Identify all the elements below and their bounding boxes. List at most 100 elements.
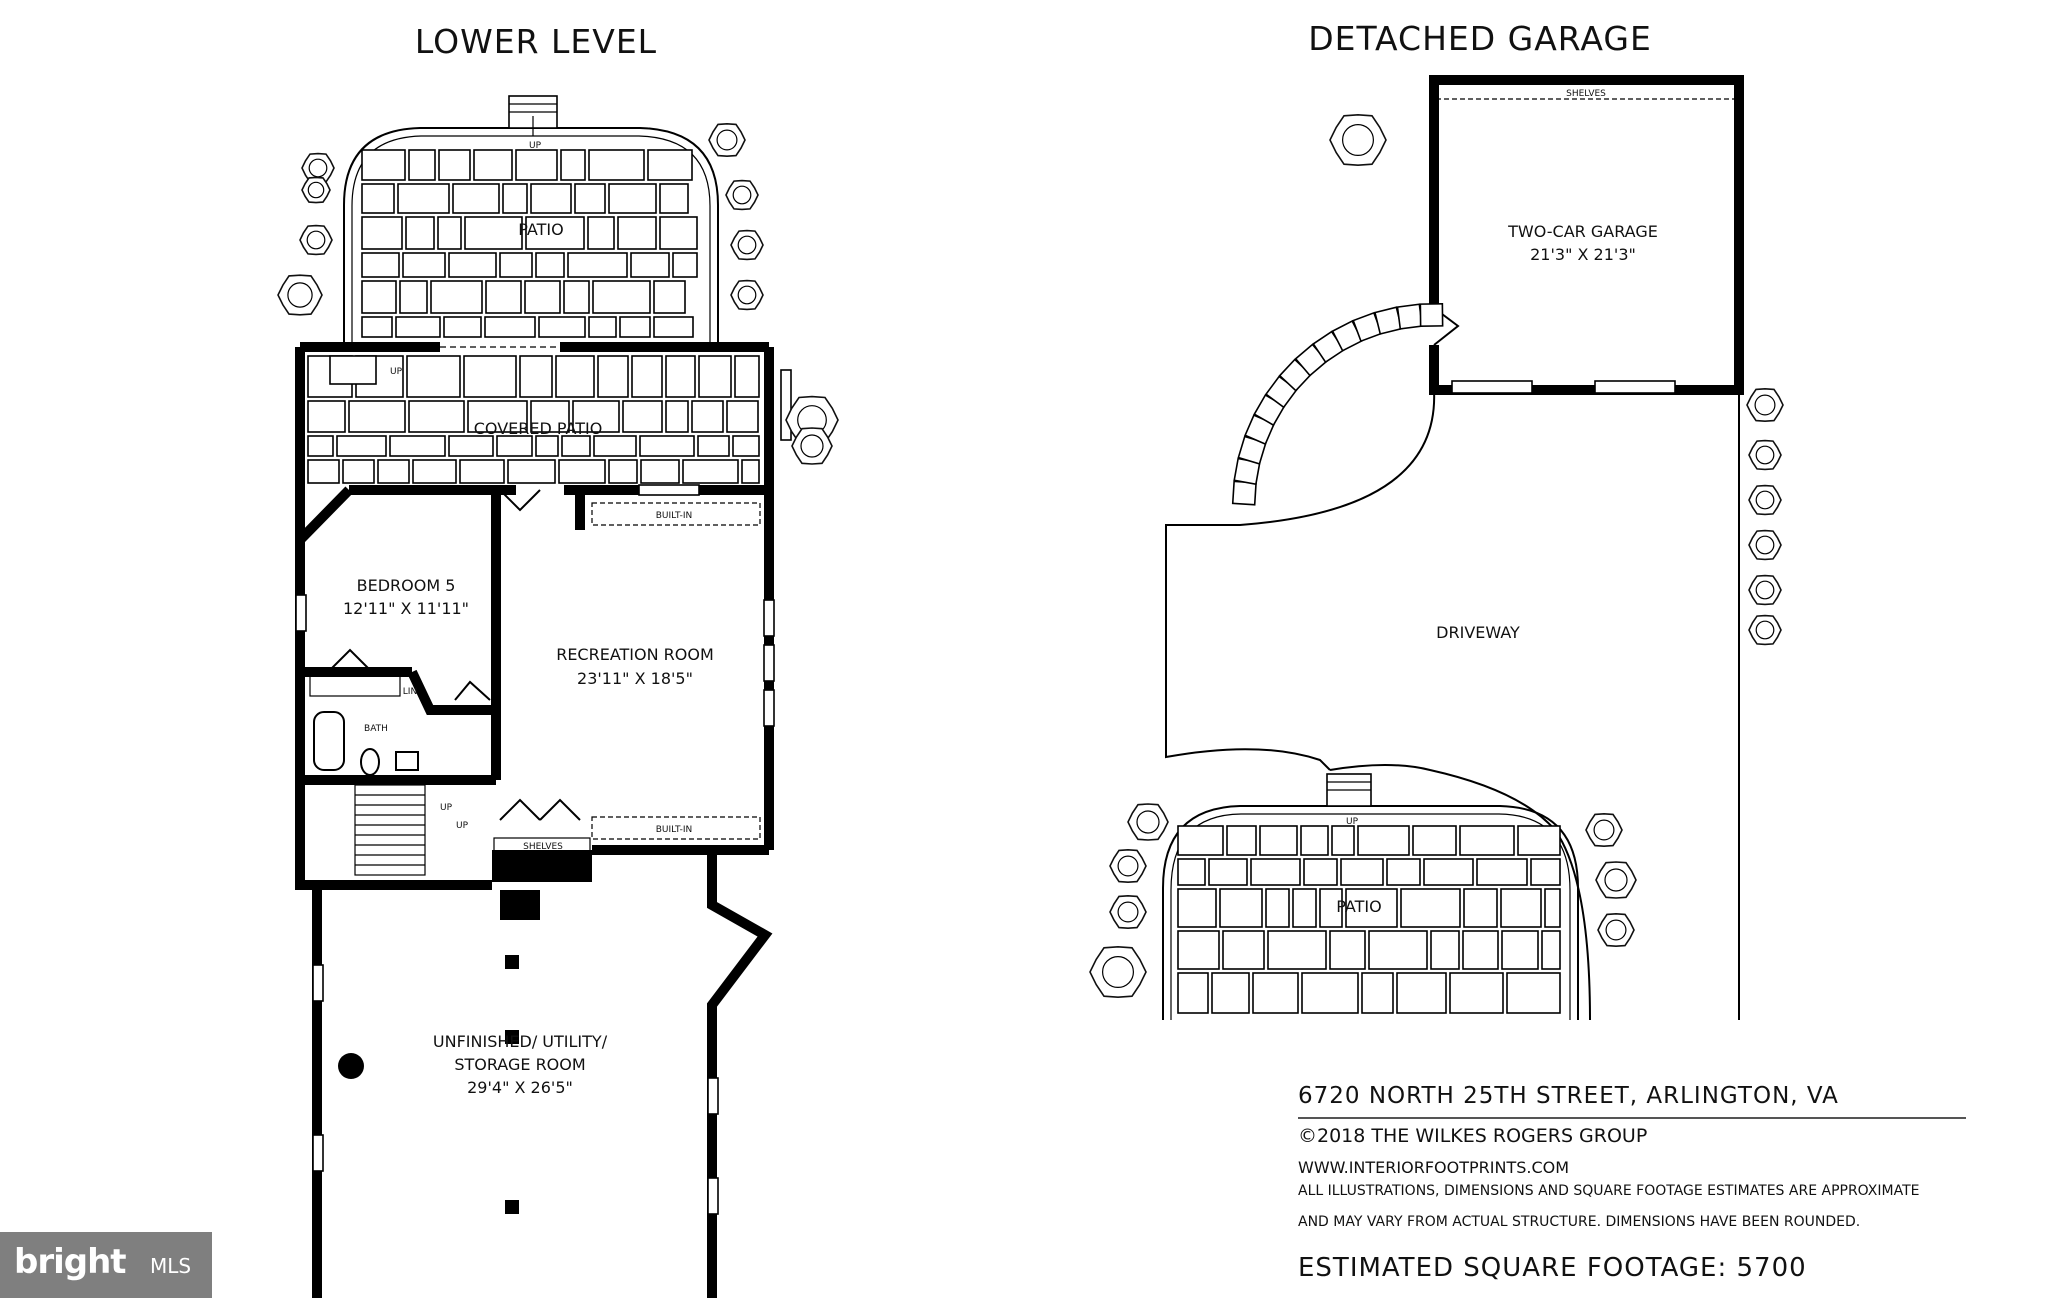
paving-stone [361, 183, 395, 214]
paving-stone [734, 355, 760, 398]
paving-stone [1219, 888, 1263, 928]
paving-stone [307, 435, 334, 457]
paving-stone [1400, 888, 1461, 928]
garage-shelves-label: SHELVES [1566, 89, 1606, 99]
tree [1109, 894, 1147, 930]
paving-stone [1423, 858, 1474, 886]
paving-stone [1501, 930, 1539, 970]
paving-stone [617, 216, 657, 250]
tree-canopy [1605, 919, 1627, 941]
paving-stone [630, 252, 670, 278]
paving-stone [672, 252, 698, 278]
paving-stone [473, 149, 513, 181]
tree [1748, 574, 1782, 606]
paving-stone [1319, 888, 1343, 928]
tree [791, 427, 833, 465]
paving-stone [515, 149, 558, 181]
paving-stone [741, 459, 760, 484]
paving-stone [698, 355, 732, 398]
paving-stone [653, 280, 686, 314]
tree [1089, 945, 1147, 999]
tree [730, 229, 764, 261]
paving-stone [572, 400, 620, 433]
utility-line1: UNFINISHED/ UTILITY/ [433, 1032, 608, 1051]
paving-stone [389, 435, 446, 457]
paving-stone [408, 149, 436, 181]
paving-stone [1252, 972, 1299, 1014]
paving-stone [1177, 825, 1224, 856]
paving-stone [438, 149, 471, 181]
paving-stone [588, 149, 645, 181]
tree-canopy [1755, 580, 1775, 600]
garage-patio-up-label: UP [1346, 817, 1359, 827]
paving-stone [405, 216, 435, 250]
paving-stone [1226, 825, 1257, 856]
paving-stone [665, 355, 696, 398]
tree-canopy [306, 230, 326, 250]
recreation-name: RECREATION ROOM [556, 645, 714, 664]
bedroom-name: BEDROOM 5 [357, 576, 456, 595]
paving-stone [1368, 930, 1428, 970]
tree-canopy [737, 285, 757, 305]
tree [1127, 803, 1169, 841]
paving-stone [361, 252, 400, 278]
paving-stone [443, 316, 482, 338]
trees-garage [1089, 113, 1784, 999]
paving-stone [1357, 825, 1410, 856]
tree [1329, 113, 1387, 167]
paving-stone [377, 459, 410, 484]
paving-stone [412, 459, 457, 484]
paving-stone [307, 459, 340, 484]
tree-canopy [1593, 819, 1615, 841]
covered-patio-label: COVERED PATIO [474, 419, 603, 438]
walkway-stone [1231, 480, 1257, 506]
paving-stone [348, 400, 406, 433]
watermark-suffix: MLS [150, 1254, 192, 1278]
paving-stone [691, 400, 724, 433]
paving-stone [1177, 858, 1206, 886]
patio-up-label: UP [529, 141, 542, 151]
paving-stone [597, 355, 629, 398]
paving-stone [1430, 930, 1460, 970]
paving-stone [361, 280, 397, 314]
tree-canopy [1136, 810, 1160, 834]
tree-canopy [1755, 445, 1775, 465]
paving-stone [1544, 888, 1561, 928]
paving-stone [1500, 888, 1542, 928]
paving-stone [448, 252, 497, 278]
tree [1748, 484, 1782, 516]
paving-stone [659, 216, 698, 250]
paving-stone [448, 435, 494, 457]
paving-stone [430, 280, 483, 314]
garage-title: DETACHED GARAGE [1308, 19, 1652, 58]
paving-stone [608, 459, 638, 484]
driveway-label: DRIVEWAY [1436, 623, 1520, 642]
trees-lower [277, 122, 839, 465]
tree-canopy [1101, 955, 1134, 988]
paving-stone [1345, 888, 1398, 928]
paving-stone [640, 459, 680, 484]
paving-stone [1361, 972, 1394, 1014]
bottom-patio: UP PATIO [1162, 773, 1579, 1020]
stairs: UP UP [354, 784, 469, 876]
disclaimer-line1: ALL ILLUSTRATIONS, DIMENSIONS AND SQUARE… [1298, 1183, 1920, 1199]
tree [1746, 387, 1784, 423]
tree [1748, 529, 1782, 561]
paving-stone [1222, 930, 1265, 970]
garage-plan: DETACHED GARAGE SHELVES TWO-CAR GARAGE 2… [1089, 19, 1784, 1021]
paving-stone [563, 280, 590, 314]
paving-stone [1449, 972, 1504, 1014]
address: 6720 NORTH 25TH STREET, ARLINGTON, VA [1298, 1083, 1839, 1109]
tree [301, 176, 331, 204]
linen-label: LIN [403, 687, 417, 697]
paving-stone [459, 459, 505, 484]
shelves-label: SHELVES [523, 842, 563, 852]
paving-stone [437, 216, 462, 250]
tree [299, 224, 333, 256]
lower-level-title: LOWER LEVEL [415, 22, 657, 61]
paving-stone [1250, 858, 1301, 886]
paving-stone [558, 459, 606, 484]
paving-stone [1463, 888, 1498, 928]
garage-patio-label: PATIO [1336, 897, 1381, 916]
paving-stone [622, 400, 663, 433]
